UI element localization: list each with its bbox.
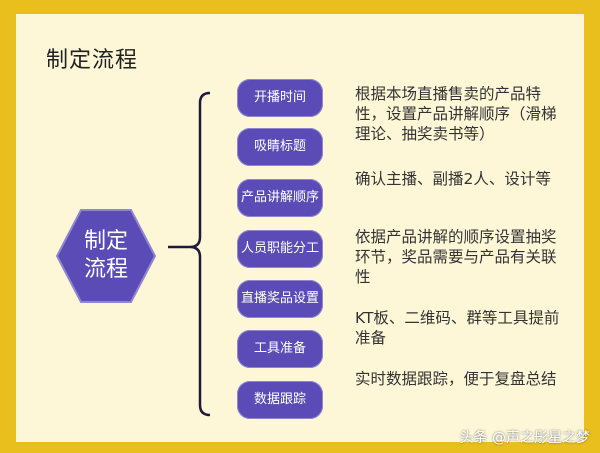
step-label: 数据跟踪 <box>253 392 306 407</box>
step-label: 工具准备 <box>253 341 306 356</box>
hub-hexagon: 制定 流程 <box>56 208 156 304</box>
slide-canvas: 制定流程 制定 流程 开播时间 吸睛标题 产品讲解顺序 人员职能分工 直播奖品设… <box>16 14 584 442</box>
hub-label-line2: 流程 <box>83 257 128 282</box>
step-pill-catchy-title: 吸睛标题 <box>237 128 323 166</box>
step-pill-product-order: 产品讲解顺序 <box>237 179 323 217</box>
connector-bracket <box>168 91 211 417</box>
hub-label: 制定 流程 <box>56 228 156 284</box>
step-label: 直播奖品设置 <box>241 291 320 306</box>
watermark-text: 头条 @声之彤星之梦 <box>459 430 590 446</box>
step-pill-staff-roles: 人员职能分工 <box>237 230 323 268</box>
step-description: 确认主播、副播2人、设计等 <box>355 170 551 188</box>
hexagon-shape <box>56 209 156 303</box>
step-description: 根据本场直播售卖的产品特性，设置产品讲解顺序（滑梯理论、抽奖卖书等） <box>355 85 557 143</box>
slide-title: 制定流程 <box>46 48 139 73</box>
step-description: 依据产品讲解的顺序设置抽奖环节，奖品需要与产品有关联性 <box>355 228 557 286</box>
step-description: 实时数据跟踪，便于复盘总结 <box>355 370 557 388</box>
step-label: 吸睛标题 <box>253 139 306 154</box>
step-pill-prize-setup: 直播奖品设置 <box>237 280 323 318</box>
step-description: KT板、二维码、群等工具提前准备 <box>355 309 560 347</box>
step-pill-data-tracking: 数据跟踪 <box>237 381 323 419</box>
step-label: 开播时间 <box>253 90 306 105</box>
step-label: 人员职能分工 <box>241 241 320 256</box>
step-pill-start-time: 开播时间 <box>237 79 323 117</box>
step-pill-tool-prep: 工具准备 <box>237 330 323 368</box>
hub-label-line1: 制定 <box>83 229 128 254</box>
step-label: 产品讲解顺序 <box>241 190 320 205</box>
